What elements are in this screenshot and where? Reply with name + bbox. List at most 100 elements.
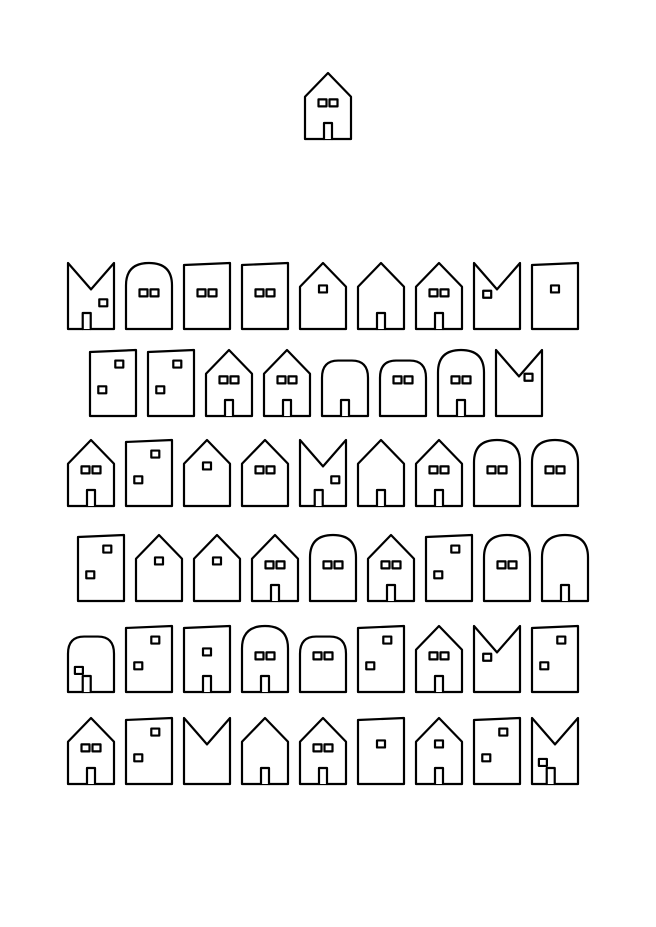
door-icon bbox=[339, 398, 351, 418]
window-icon bbox=[450, 544, 461, 554]
house bbox=[378, 359, 428, 418]
window-icon bbox=[275, 560, 286, 570]
house-outline bbox=[530, 624, 580, 694]
house-outline bbox=[66, 261, 116, 331]
window-icon bbox=[317, 98, 328, 108]
house-outline bbox=[366, 533, 416, 603]
house bbox=[530, 438, 580, 508]
house-outline bbox=[414, 261, 464, 331]
house-outline bbox=[298, 716, 348, 786]
window-icon bbox=[317, 284, 329, 294]
house bbox=[66, 438, 116, 508]
house-outline bbox=[414, 624, 464, 694]
window-icon bbox=[497, 465, 508, 475]
window-icon bbox=[254, 288, 265, 298]
house bbox=[124, 624, 174, 694]
house-outline bbox=[192, 533, 242, 603]
window-icon bbox=[323, 743, 334, 753]
house bbox=[298, 716, 348, 786]
window-icon bbox=[549, 284, 561, 294]
door-icon bbox=[269, 583, 281, 603]
house bbox=[182, 438, 232, 508]
house bbox=[530, 716, 580, 786]
window-icon bbox=[254, 465, 265, 475]
window-icon bbox=[85, 570, 96, 580]
door-icon bbox=[433, 766, 445, 786]
window-icon bbox=[207, 288, 218, 298]
window-icon bbox=[201, 647, 213, 657]
house-outline bbox=[414, 438, 464, 508]
house bbox=[124, 438, 174, 508]
house-outline bbox=[182, 624, 232, 694]
window-icon bbox=[80, 743, 91, 753]
house-outline bbox=[240, 261, 290, 331]
house-outline bbox=[182, 438, 232, 508]
window-icon bbox=[150, 727, 161, 737]
door-icon bbox=[281, 398, 293, 418]
window-icon bbox=[133, 661, 144, 671]
house bbox=[424, 533, 474, 603]
house bbox=[240, 261, 290, 331]
window-icon bbox=[555, 465, 566, 475]
window-icon bbox=[461, 375, 472, 385]
house-outline bbox=[530, 261, 580, 331]
door-icon bbox=[375, 311, 387, 331]
window-icon bbox=[229, 375, 240, 385]
house bbox=[320, 359, 370, 418]
window-icon bbox=[138, 288, 149, 298]
house bbox=[414, 261, 464, 331]
house bbox=[298, 261, 348, 331]
window-icon bbox=[218, 375, 229, 385]
window-icon bbox=[391, 560, 402, 570]
house bbox=[472, 261, 522, 331]
window-icon bbox=[507, 560, 518, 570]
window-icon bbox=[403, 375, 414, 385]
door-icon bbox=[455, 398, 467, 418]
house bbox=[530, 261, 580, 331]
window-icon bbox=[196, 288, 207, 298]
window-icon bbox=[481, 753, 492, 763]
door-icon bbox=[322, 121, 334, 141]
door-icon bbox=[375, 488, 387, 508]
window-icon bbox=[312, 743, 323, 753]
house-outline bbox=[356, 624, 406, 694]
door-icon bbox=[223, 398, 235, 418]
house-outline bbox=[298, 438, 348, 508]
window-icon bbox=[114, 359, 125, 369]
window-icon bbox=[382, 635, 393, 645]
house bbox=[356, 438, 406, 508]
house-outline bbox=[66, 635, 116, 694]
house bbox=[182, 624, 232, 694]
house bbox=[356, 624, 406, 694]
window-icon bbox=[80, 465, 91, 475]
house-outline bbox=[320, 359, 370, 418]
window-icon bbox=[323, 651, 334, 661]
house-outline bbox=[356, 261, 406, 331]
house bbox=[134, 533, 184, 603]
house-outline bbox=[530, 438, 580, 508]
window-icon bbox=[433, 570, 444, 580]
door-icon bbox=[313, 488, 324, 508]
house-outline bbox=[356, 716, 406, 786]
house-outline bbox=[424, 533, 474, 603]
house-outline bbox=[204, 348, 254, 418]
house-outline bbox=[66, 438, 116, 508]
window-icon bbox=[149, 288, 160, 298]
window-icon bbox=[322, 560, 333, 570]
house bbox=[204, 348, 254, 418]
window-icon bbox=[544, 465, 555, 475]
house bbox=[240, 624, 290, 694]
house bbox=[472, 624, 522, 694]
window-icon bbox=[265, 288, 276, 298]
window-icon bbox=[91, 465, 102, 475]
top-house bbox=[303, 71, 353, 141]
house bbox=[472, 716, 522, 786]
window-icon bbox=[150, 635, 161, 645]
house-outline bbox=[182, 716, 232, 786]
door-icon bbox=[385, 583, 397, 603]
house bbox=[240, 438, 290, 508]
house-outline bbox=[414, 716, 464, 786]
house-outline bbox=[146, 348, 196, 418]
window-icon bbox=[172, 359, 183, 369]
door-icon bbox=[81, 311, 92, 331]
